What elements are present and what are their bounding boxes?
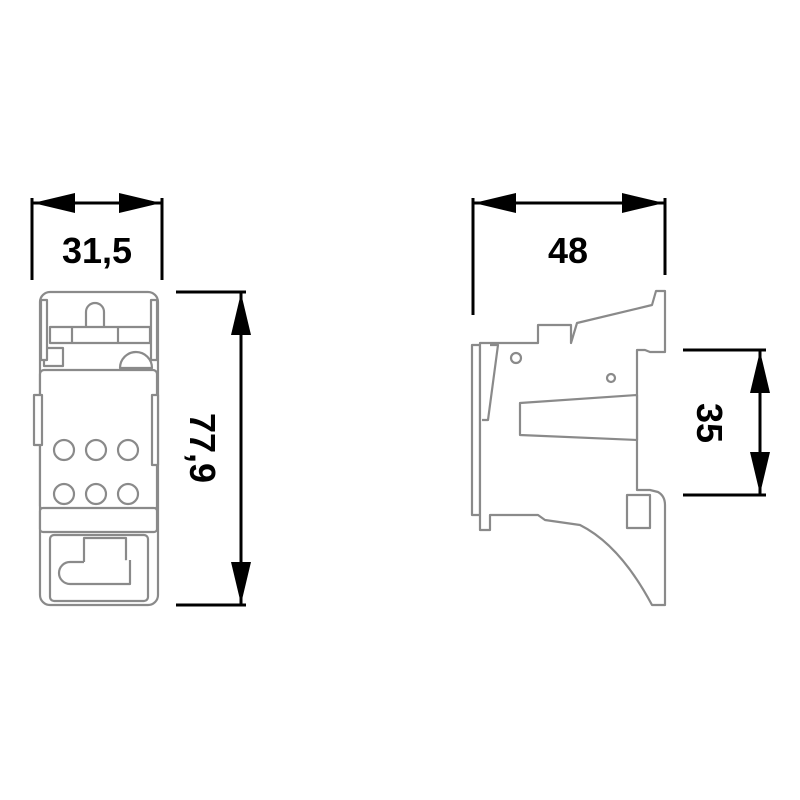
height-label: 77,9 (182, 413, 223, 483)
screw-holes (52, 438, 140, 506)
side-view-terminal-block (470, 289, 667, 607)
front-view-terminal-block (32, 290, 160, 607)
dimension-depth-side: 48 (471, 193, 667, 315)
width-label: 31,5 (62, 230, 132, 271)
depth-label: 48 (548, 230, 588, 271)
dimension-rail-side: 35 (683, 348, 770, 497)
rail-label: 35 (689, 403, 730, 443)
dimension-width-front: 31,5 (30, 193, 164, 280)
dimension-height-front: 77,9 (176, 290, 251, 607)
